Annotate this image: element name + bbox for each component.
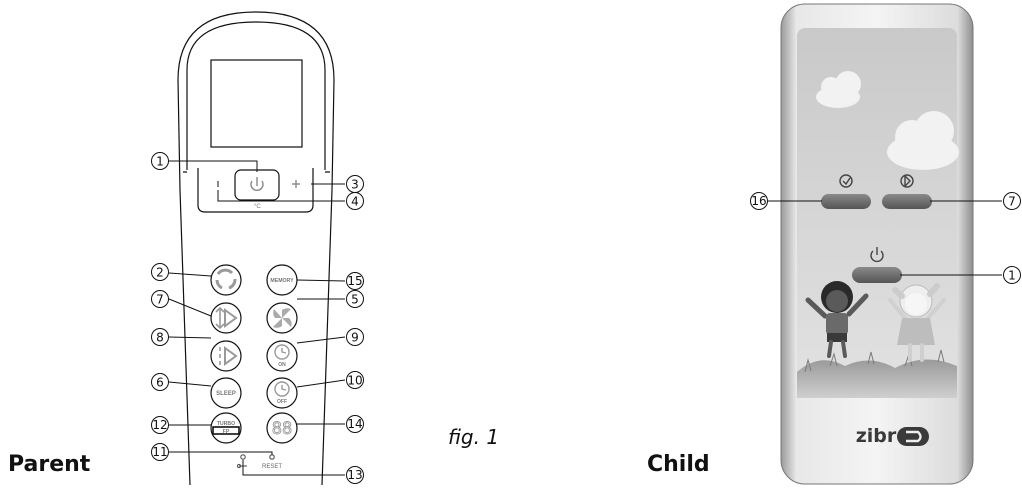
callout-badge: 2 bbox=[151, 263, 169, 281]
svg-text:9: 9 bbox=[351, 331, 359, 345]
callout-badge: 7 bbox=[151, 290, 169, 308]
sleep-button-label: SLEEP bbox=[216, 391, 236, 397]
parent-leader-lines bbox=[168, 160, 346, 476]
svg-text:4: 4 bbox=[351, 195, 359, 209]
key-lock-icon[interactable] bbox=[236, 454, 247, 469]
sleep-button[interactable] bbox=[210, 377, 242, 409]
parent-remote-top-shell bbox=[186, 21, 326, 170]
child-remote: zibr bbox=[780, 3, 974, 485]
parent-label: Parent bbox=[8, 452, 91, 477]
callout-badge: 16 bbox=[750, 192, 768, 210]
callout-badge: 1 bbox=[151, 152, 169, 170]
callout-badge: 8 bbox=[151, 328, 169, 346]
memory-button-label: MEMORY bbox=[270, 278, 294, 284]
svg-text:10: 10 bbox=[347, 374, 362, 388]
svg-text:13: 13 bbox=[347, 468, 362, 482]
parent-control-panel bbox=[197, 168, 314, 213]
svg-text:15: 15 bbox=[347, 274, 362, 288]
power-icon bbox=[250, 177, 264, 191]
svg-text:16: 16 bbox=[751, 194, 766, 208]
girl-illustration bbox=[888, 283, 946, 362]
reset-label: RESET bbox=[262, 464, 282, 470]
turbo-label: TURBO bbox=[217, 421, 235, 427]
parent-callouts: 1 2 3 4 5 6 7 8 bbox=[151, 152, 364, 484]
fp-label: FP bbox=[223, 429, 230, 435]
svg-text:12: 12 bbox=[152, 418, 167, 432]
callout-badge: 6 bbox=[151, 373, 169, 391]
callout-badge: 11 bbox=[151, 443, 169, 461]
parent-remote: °C MEMORY bbox=[177, 11, 335, 486]
clock-icon bbox=[274, 344, 290, 360]
callout-badge: 1 bbox=[1003, 266, 1021, 284]
cloud-illustration bbox=[816, 71, 861, 108]
clock-icon bbox=[274, 381, 290, 397]
callout-badge: 15 bbox=[346, 272, 364, 290]
svg-text:7: 7 bbox=[1008, 195, 1016, 209]
callout-badge: 13 bbox=[346, 466, 364, 484]
svg-text:5: 5 bbox=[351, 293, 359, 307]
child-power-button[interactable] bbox=[852, 267, 902, 283]
parent-display-screen bbox=[210, 59, 303, 148]
horizontal-swing-icon bbox=[219, 346, 238, 366]
temp-up-button[interactable] bbox=[292, 180, 300, 188]
svg-text:1: 1 bbox=[1008, 269, 1016, 283]
vertical-swing-icon bbox=[215, 306, 238, 330]
svg-text:7: 7 bbox=[156, 293, 164, 307]
timer-icon bbox=[839, 174, 853, 188]
turbo-fp-button[interactable] bbox=[210, 412, 242, 444]
callout-badge: 12 bbox=[151, 416, 169, 434]
callout-badge: 14 bbox=[346, 415, 364, 433]
fan-icon bbox=[273, 308, 292, 328]
svg-text:1: 1 bbox=[156, 155, 164, 169]
zibro-logo: zibr bbox=[856, 425, 929, 447]
svg-text:11: 11 bbox=[152, 445, 167, 459]
grass-illustration bbox=[797, 359, 957, 398]
timer-on-button[interactable] bbox=[266, 340, 298, 372]
child-label: Child bbox=[647, 452, 710, 477]
timer-button[interactable] bbox=[821, 194, 871, 209]
svg-text:6: 6 bbox=[156, 376, 164, 390]
timer-off-label: OFF bbox=[277, 399, 287, 405]
callout-badge: 10 bbox=[346, 371, 364, 389]
child-callouts: 16 7 1 bbox=[750, 192, 1021, 284]
figure-label: fig. 1 bbox=[448, 425, 499, 449]
timer-on-label: ON bbox=[278, 362, 286, 368]
svg-text:2: 2 bbox=[156, 266, 164, 280]
display-button-label: 88 bbox=[272, 419, 292, 439]
swing-icon bbox=[900, 174, 914, 188]
svg-text:8: 8 bbox=[156, 331, 164, 345]
reset-button[interactable] bbox=[269, 454, 275, 460]
callout-badge: 9 bbox=[346, 328, 364, 346]
svg-text:3: 3 bbox=[351, 178, 359, 192]
parent-remote-body bbox=[177, 11, 335, 486]
child-leader-lines bbox=[768, 200, 1002, 276]
svg-text:zibr: zibr bbox=[856, 425, 897, 447]
mode-cycle-icon bbox=[215, 268, 237, 290]
display-button[interactable] bbox=[266, 412, 298, 444]
boy-illustration bbox=[805, 281, 869, 358]
timer-off-button[interactable] bbox=[266, 377, 298, 409]
cloud-illustration bbox=[887, 111, 959, 170]
callout-badge: 7 bbox=[1003, 192, 1021, 210]
callout-badge: 4 bbox=[346, 192, 364, 210]
power-icon bbox=[870, 247, 884, 263]
swing-button[interactable] bbox=[882, 194, 932, 209]
callout-badge: 5 bbox=[346, 290, 364, 308]
svg-text:14: 14 bbox=[347, 417, 362, 431]
temp-unit-label: °C bbox=[254, 204, 261, 210]
callout-badge: 3 bbox=[346, 175, 364, 193]
